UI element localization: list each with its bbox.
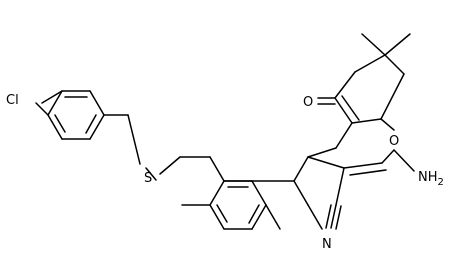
s-ch2-bond-a <box>145 167 157 181</box>
nitrile-triple-3 <box>325 204 332 229</box>
cl-bond <box>35 102 49 116</box>
s-ring-bond-b <box>127 114 141 165</box>
ring-oxygen-label: O <box>389 134 399 149</box>
s-ch2-bond <box>159 156 181 175</box>
methyl-bottom <box>265 204 281 230</box>
sulfur-label: S <box>144 171 152 186</box>
nitrile-bond-a <box>335 167 345 206</box>
amine-bond <box>393 149 415 172</box>
nitrile-nitrogen-label: N <box>322 237 332 252</box>
cyclohexenone-ring <box>334 54 405 124</box>
ketone-oxygen-label: O <box>303 95 313 110</box>
methyl-right-b <box>307 204 323 230</box>
gem-methyl-b <box>384 33 411 56</box>
gem-methyl-a <box>361 33 386 56</box>
chlorophenyl-ring <box>41 90 105 140</box>
methyl-right-a <box>293 180 309 206</box>
nitrile-triple-2 <box>335 205 342 230</box>
nitrile-triple-1 <box>330 204 337 229</box>
dimethylphenyl-ring <box>209 156 267 230</box>
aryl-chromene-bond-2 <box>293 156 309 182</box>
amine-label: NH2 <box>418 170 444 188</box>
chlorine-label: Cl <box>6 93 19 108</box>
pyran-ring <box>307 118 395 176</box>
